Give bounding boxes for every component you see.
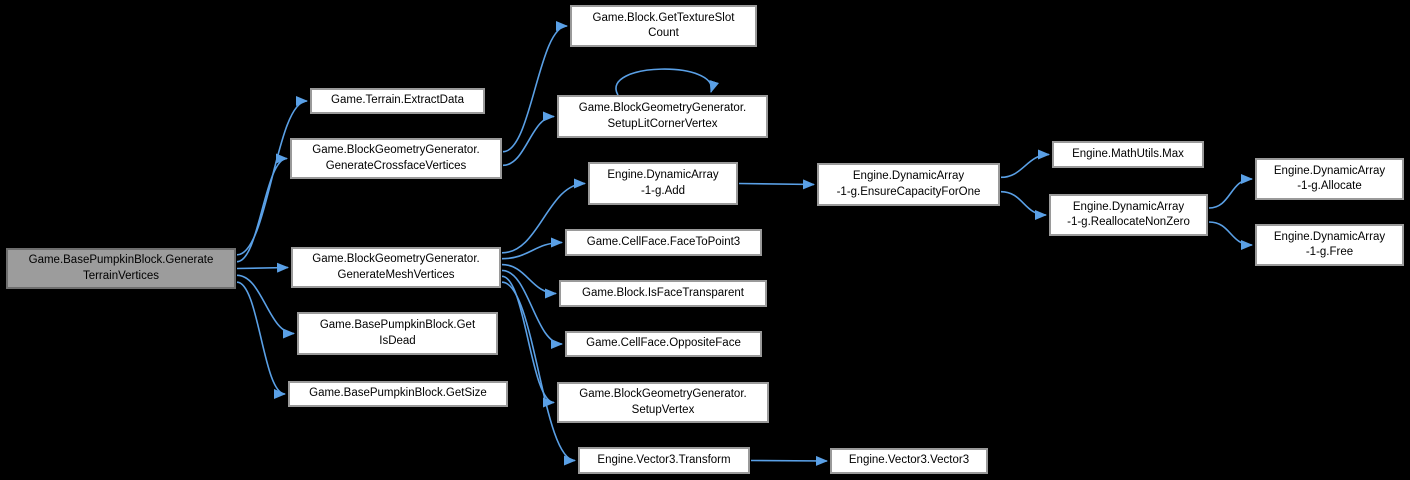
graph-node-vector3-vector3[interactable]: Engine.Vector3.Vector3: [830, 448, 988, 474]
edge-reallocate-non-zero-to-dynamic-array-free: [1208, 221, 1253, 250]
graph-node-get-size[interactable]: Game.BasePumpkinBlock.GetSize: [288, 381, 508, 407]
edge-vector3-transform-to-vector3-vector3: [750, 455, 828, 466]
graph-node-generate-crossface-vertices[interactable]: Game.BlockGeometryGenerator. GenerateCro…: [290, 138, 502, 179]
edge-dynamic-array-add-to-ensure-capacity-for-one: [738, 179, 815, 190]
edge-generate-crossface-vertices-to-get-texture-slot-count: [502, 21, 568, 153]
graph-node-get-is-dead[interactable]: Game.BasePumpkinBlock.Get IsDead: [297, 312, 498, 355]
graph-node-mathutils-max[interactable]: Engine.MathUtils.Max: [1052, 141, 1204, 168]
edge-generate-mesh-vertices-to-dynamic-array-add: [501, 178, 586, 254]
graph-node-cellface-opposite-face[interactable]: Game.CellFace.OppositeFace: [565, 331, 762, 357]
edge-generate-mesh-vertices-to-setup-vertex: [501, 275, 555, 408]
edge-generate-terrain-vertices-to-generate-mesh-vertices: [236, 262, 289, 273]
edge-generate-terrain-vertices-to-generate-crossface-vertices: [236, 153, 288, 263]
edge-generate-mesh-vertices-to-block-is-face-transparent: [501, 263, 557, 299]
graph-node-setup-lit-corner-vertex[interactable]: Game.BlockGeometryGenerator. SetupLitCor…: [557, 95, 768, 138]
edge-setup-lit-corner-vertex-to-setup-lit-corner-vertex: [615, 68, 720, 96]
edge-generate-mesh-vertices-to-cellface-opposite-face: [501, 269, 563, 349]
graph-node-dynamic-array-add[interactable]: Engine.DynamicArray -1-g.Add: [588, 162, 738, 205]
edge-generate-terrain-vertices-to-get-size: [236, 281, 286, 399]
graph-node-get-texture-slot-count[interactable]: Game.Block.GetTextureSlot Count: [570, 5, 757, 47]
graph-node-generate-terrain-vertices: Game.BasePumpkinBlock.Generate TerrainVe…: [6, 248, 236, 289]
edge-generate-terrain-vertices-to-get-is-dead: [236, 274, 295, 339]
graph-node-reallocate-non-zero[interactable]: Engine.DynamicArray -1-g.ReallocateNonZe…: [1049, 194, 1208, 236]
graph-node-setup-vertex[interactable]: Game.BlockGeometryGenerator. SetupVertex: [557, 382, 769, 423]
edge-reallocate-non-zero-to-dynamic-array-allocate: [1208, 174, 1253, 209]
graph-node-vector3-transform[interactable]: Engine.Vector3.Transform: [578, 447, 750, 474]
edge-ensure-capacity-for-one-to-mathutils-max: [1000, 149, 1050, 179]
graph-node-block-is-face-transparent[interactable]: Game.Block.IsFaceTransparent: [559, 280, 767, 307]
graph-node-cellface-face-to-point3[interactable]: Game.CellFace.FaceToPoint3: [565, 229, 762, 256]
graph-node-dynamic-array-free[interactable]: Engine.DynamicArray -1-g.Free: [1255, 224, 1404, 266]
edge-generate-mesh-vertices-to-vector3-transform: [501, 281, 576, 466]
graph-node-terrain-extract-data[interactable]: Game.Terrain.ExtractData: [310, 88, 485, 114]
graph-node-generate-mesh-vertices[interactable]: Game.BlockGeometryGenerator. GenerateMes…: [291, 247, 501, 288]
graph-node-ensure-capacity-for-one[interactable]: Engine.DynamicArray -1-g.EnsureCapacityF…: [817, 163, 1000, 206]
edge-ensure-capacity-for-one-to-reallocate-non-zero: [1000, 190, 1047, 220]
graph-node-dynamic-array-allocate[interactable]: Engine.DynamicArray -1-g.Allocate: [1255, 158, 1404, 200]
edge-generate-mesh-vertices-to-cellface-face-to-point3: [501, 237, 563, 260]
edge-generate-crossface-vertices-to-setup-lit-corner-vertex: [502, 111, 555, 167]
